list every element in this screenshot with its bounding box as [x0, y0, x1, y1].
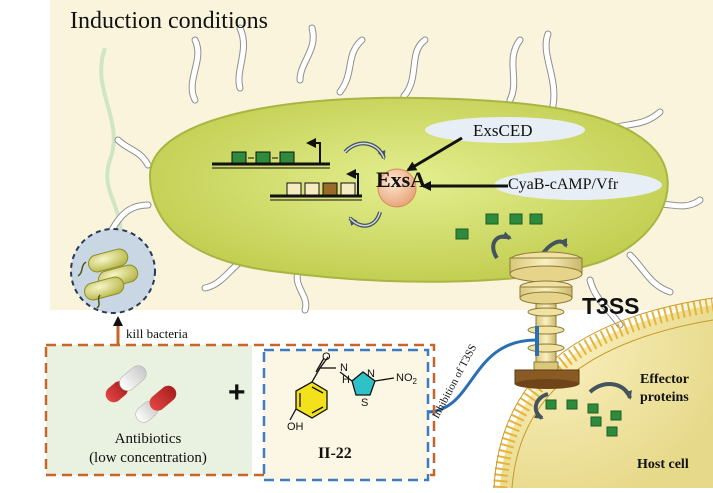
exscded-label: ExsCED	[473, 121, 533, 140]
effector-proteins-label: proteins	[640, 390, 689, 405]
exsa-label: ExsA	[376, 167, 427, 192]
secretion-arrow-left	[491, 231, 512, 260]
effector-squares-cell	[455, 213, 543, 240]
compound-panel	[264, 350, 428, 480]
cyab-ellipse	[494, 170, 662, 200]
host-arrow-left	[533, 392, 549, 420]
lower-operon	[270, 169, 362, 201]
chem-oxygen: O	[322, 351, 331, 363]
antibiotics-label: Antibiotics	[114, 431, 182, 447]
chem-nitrogen-ring: N	[367, 368, 375, 380]
plus-sign: +	[228, 376, 246, 409]
t3ss-label: T3SS	[582, 293, 640, 319]
effector-squares-host	[545, 399, 622, 437]
antibiotics-concentration-label: (low concentration)	[89, 450, 207, 466]
host-cell	[500, 305, 713, 488]
t3ss-apparatus	[509, 251, 583, 389]
diagram-title: Induction conditions	[70, 8, 268, 34]
host-cell-label: Host cell	[637, 457, 689, 472]
chem-nitrogen-amide: N	[340, 362, 348, 374]
exscded-arrow	[406, 136, 463, 172]
exsa-circle	[377, 168, 417, 208]
pill-capsule-1	[105, 365, 147, 403]
killed-bacteria	[77, 248, 139, 309]
exscded-ellipse	[425, 117, 585, 143]
chem-hydroxyl: OH	[287, 421, 304, 433]
orange-dashed-box	[44, 343, 436, 477]
blue-dashed-box	[262, 348, 430, 482]
pill-capsule-2	[135, 385, 177, 423]
ii22-structure	[289, 356, 395, 421]
chem-nitro: NO2	[396, 372, 417, 387]
effector-label: Effector	[640, 372, 689, 387]
upper-operon	[212, 138, 330, 169]
kill-bacteria-label: kill bacteria	[126, 326, 188, 341]
host-arrow-right	[588, 382, 632, 400]
chem-hydrogen: H	[342, 374, 350, 386]
chem-sulfur: S	[361, 397, 369, 409]
compound-label: II-22	[318, 445, 352, 462]
cyab-label: CyaB-cAMP/Vfr	[508, 176, 619, 193]
inhibition-line	[427, 338, 537, 414]
